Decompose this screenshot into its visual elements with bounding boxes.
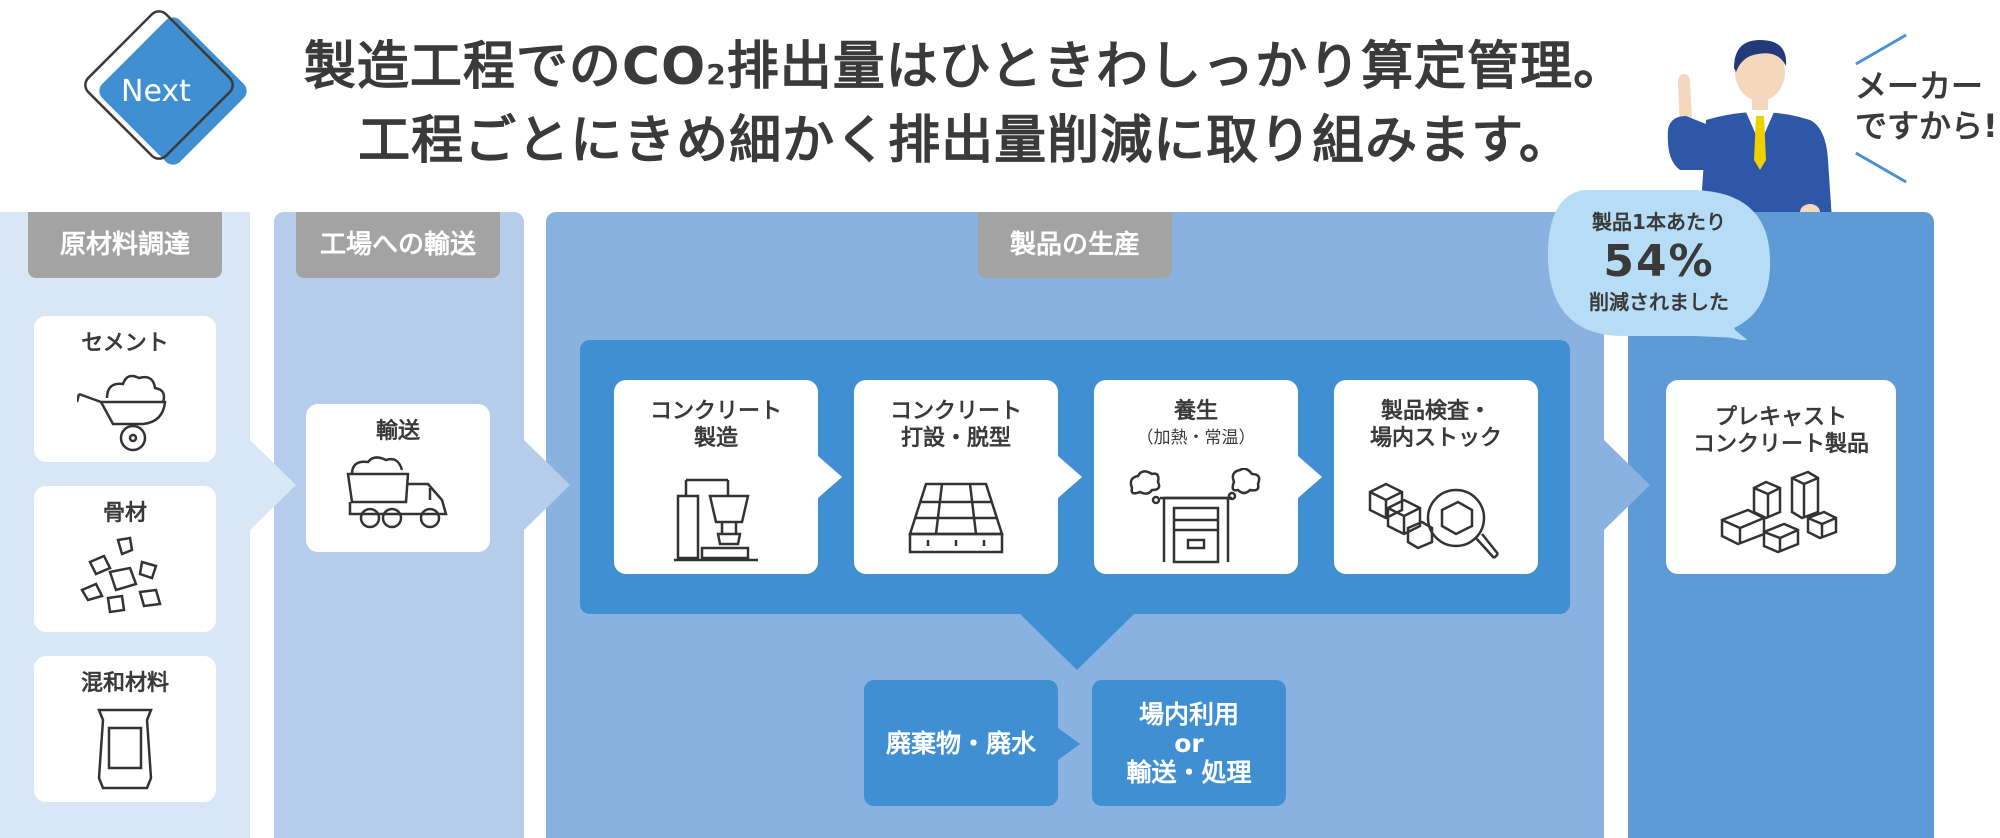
bag-icon [97, 708, 153, 790]
step-concrete-production: コンクリート 製造 [614, 380, 818, 574]
waste-box: 廃棄物・廃水 [864, 680, 1058, 806]
arrow-right-icon [818, 456, 842, 498]
card-precast-product: プレキャスト コンクリート製品 [1666, 380, 1896, 574]
next-label: Next [121, 74, 191, 109]
diamond-icon [84, 10, 247, 165]
mold-icon [908, 482, 1004, 554]
arrow-down-icon [1018, 612, 1136, 670]
headline-line-2: 工程ごとにきめ細かく排出量削減に取り組みます。 [358, 111, 1572, 171]
businessman-icon [1667, 40, 1832, 220]
arrow-right-icon [1298, 456, 1322, 498]
next-badge: Next [70, 8, 270, 188]
speech-accent [1855, 33, 1907, 66]
speech-text: メーカー ですから! [1855, 67, 1998, 145]
step-curing: 養生 （加熱・常温） [1094, 380, 1298, 574]
reuse-box: 場内利用 or 輸送・処理 [1092, 680, 1286, 806]
precast-blocks-icon [1720, 470, 1838, 554]
stage-tag-raw: 原材料調達 [28, 212, 222, 278]
step-casting-demolding: コンクリート 打設・脱型 [854, 380, 1058, 574]
stage-tag-production: 製品の生産 [978, 212, 1172, 278]
arrow-right-icon [250, 440, 296, 530]
arrow-right-icon [1058, 728, 1080, 760]
arrow-right-icon [524, 440, 570, 530]
card-transport: 輸送 [306, 404, 490, 552]
arrow-right-icon [1604, 440, 1650, 530]
card-aggregate: 骨材 [34, 486, 216, 632]
reduction-value: 54% [1603, 236, 1715, 287]
dump-truck-icon [346, 456, 448, 529]
inspection-icon [1368, 482, 1499, 559]
reduction-bubble [1547, 190, 1771, 340]
curing-chamber-icon [1129, 468, 1261, 564]
card-cement: セメント [34, 316, 216, 462]
card-admixture: 混和材料 [34, 656, 216, 802]
headline-line-1: 製造工程でのCO2排出量はひときわしっかり算定管理。 [303, 37, 1627, 97]
aggregate-icon [80, 536, 162, 614]
arrow-right-icon [1058, 456, 1082, 498]
mixing-plant-icon [674, 478, 758, 562]
speech-accent [1855, 151, 1907, 184]
wheelbarrow-icon [77, 374, 167, 452]
stage-tag-transport: 工場への輸送 [296, 212, 500, 278]
reduction-text: 製品1本あたり 54% 削減されました [1544, 208, 1774, 316]
step-inspection-stock: 製品検査・ 場内ストック [1334, 380, 1538, 574]
page-headline: 製造工程でのCO2排出量はひときわしっかり算定管理。 工程ごとにきめ細かく排出量… [290, 34, 1640, 174]
